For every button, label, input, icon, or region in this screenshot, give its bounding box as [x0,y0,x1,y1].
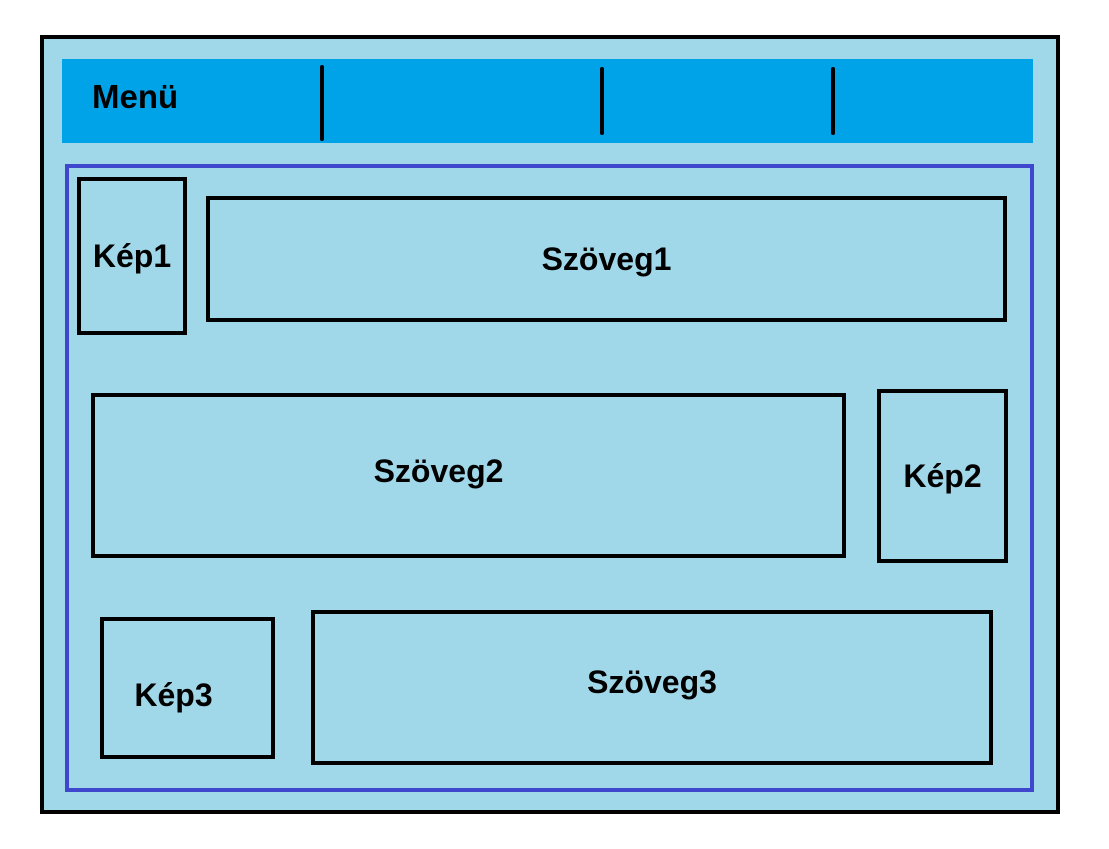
menu-divider-3 [831,67,835,135]
text-block-2-label: Szöveg2 [373,453,504,489]
image-block-3-label: Kép3 [134,676,213,713]
text-block-3-label: Szöveg3 [587,664,717,700]
text-block-1: Szöveg1 [206,196,1007,322]
text-block-1-label: Szöveg1 [541,240,672,277]
menu-bar: Menü [62,59,1033,143]
image-block-3: Kép3 [100,617,275,759]
text-block-3: Szöveg3 [311,610,993,765]
image-block-1-label: Kép1 [92,237,172,274]
image-block-2: Kép2 [877,389,1008,563]
menu-divider-1 [320,65,324,141]
menu-divider-2 [600,67,604,135]
image-block-1: Kép1 [77,177,187,335]
content-area: Kép1 Szöveg1 Szöveg2 Kép2 Kép3 Szöveg3 [65,164,1034,792]
menu-label[interactable]: Menü [92,78,179,115]
image-block-2-label: Kép2 [903,457,982,494]
text-block-2: Szöveg2 [91,393,846,558]
page-frame: Menü Kép1 Szöveg1 Szöveg2 Kép2 Kép3 Szöv… [40,35,1060,814]
